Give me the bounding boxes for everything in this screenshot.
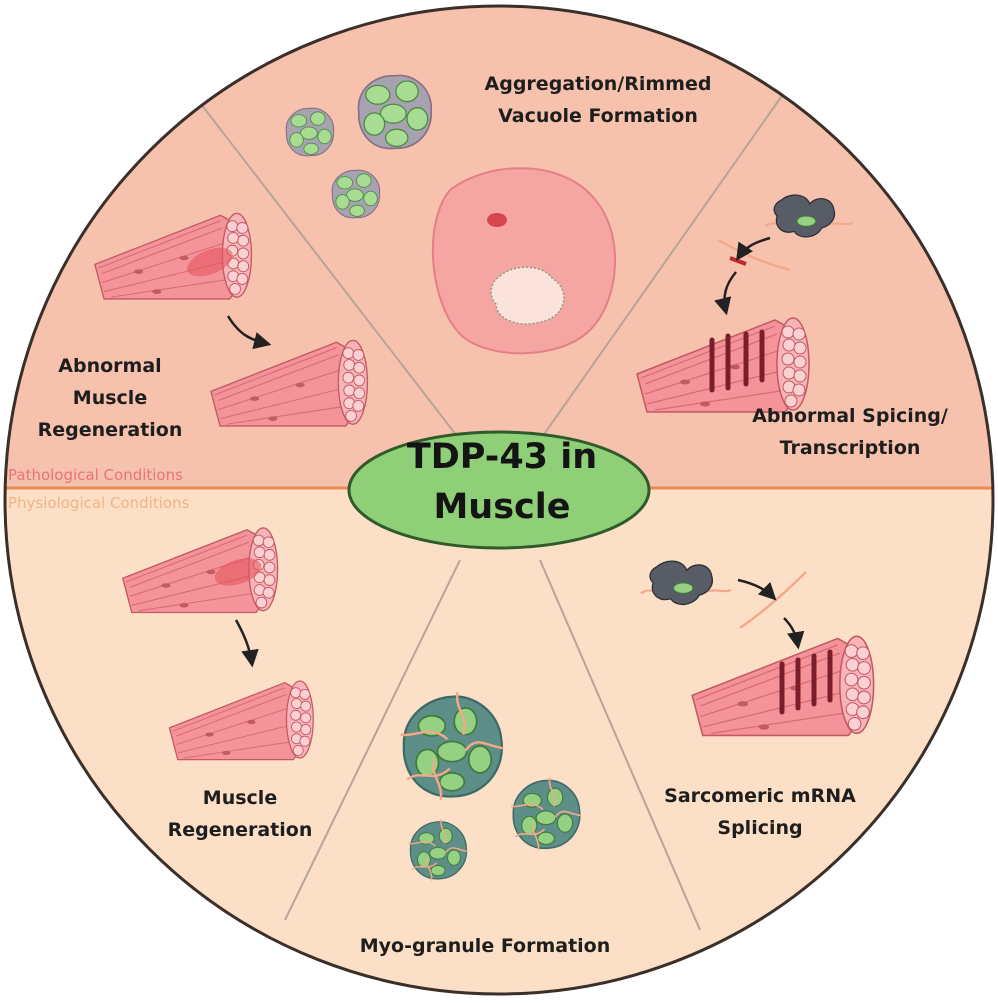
aggregation-label-line1: Aggregation/Rimmed <box>484 73 712 95</box>
regeneration-label: Muscle Regeneration <box>150 782 330 846</box>
muscle-fiber-damaged-icon <box>94 212 253 300</box>
sarcomeric-label-line1: Sarcomeric mRNA <box>664 785 856 807</box>
abnormal-regeneration-label: Abnormal Muscle Regeneration <box>20 350 200 446</box>
rimmed-vacuole-cell-icon <box>431 167 617 355</box>
sector-dividers <box>193 89 787 931</box>
abnormal-regeneration-label-line3: Regeneration <box>37 419 183 441</box>
myo-granule-label: Myo-granule Formation <box>340 930 630 962</box>
aggregation-label-line2: Vacuole Formation <box>498 105 698 127</box>
center-title: TDP-43 in Muscle <box>352 432 652 532</box>
sarcomere-abnormal-icon <box>635 316 811 414</box>
mrna-error-mark <box>729 256 747 266</box>
abnormal-regeneration-label-line2: Muscle <box>72 387 148 409</box>
abnormal-splicing-label-line1: Abnormal Spicing/ <box>752 405 948 427</box>
regeneration-label-line2: Regeneration <box>167 819 313 841</box>
arrow-icon <box>234 619 259 668</box>
center-title-line1: TDP-43 in <box>406 437 598 477</box>
center-ellipse <box>347 430 651 550</box>
abnormal-splicing-label: Abnormal Spicing/ Transcription <box>730 400 970 464</box>
arrow-icon <box>226 315 272 350</box>
arrow-icon <box>737 578 777 601</box>
arrow-icon <box>783 617 805 650</box>
sarcomere-normal-icon <box>691 635 875 737</box>
sarcomeric-label-line2: Splicing <box>717 817 803 839</box>
sarcomeric-label: Sarcomeric mRNA Splicing <box>630 780 890 844</box>
arrow-icon <box>736 236 771 261</box>
myo-granule-label-line1: Myo-granule Formation <box>359 935 611 957</box>
arrow-icon <box>714 271 737 316</box>
mrna-strand-icon <box>739 571 807 629</box>
physiological-conditions-label: Physiological Conditions <box>8 494 190 512</box>
aggregation-label: Aggregation/Rimmed Vacuole Formation <box>468 68 728 132</box>
abnormal-regeneration-label-line1: Abnormal <box>58 355 162 377</box>
outer-circle <box>3 4 995 996</box>
center-title-line2: Muscle <box>433 487 571 527</box>
pathological-conditions-label: Pathological Conditions <box>8 466 183 484</box>
abnormal-splicing-label-line2: Transcription <box>779 437 921 459</box>
muscle-fiber-injured-icon <box>122 527 279 614</box>
regeneration-label-line1: Muscle <box>202 787 278 809</box>
